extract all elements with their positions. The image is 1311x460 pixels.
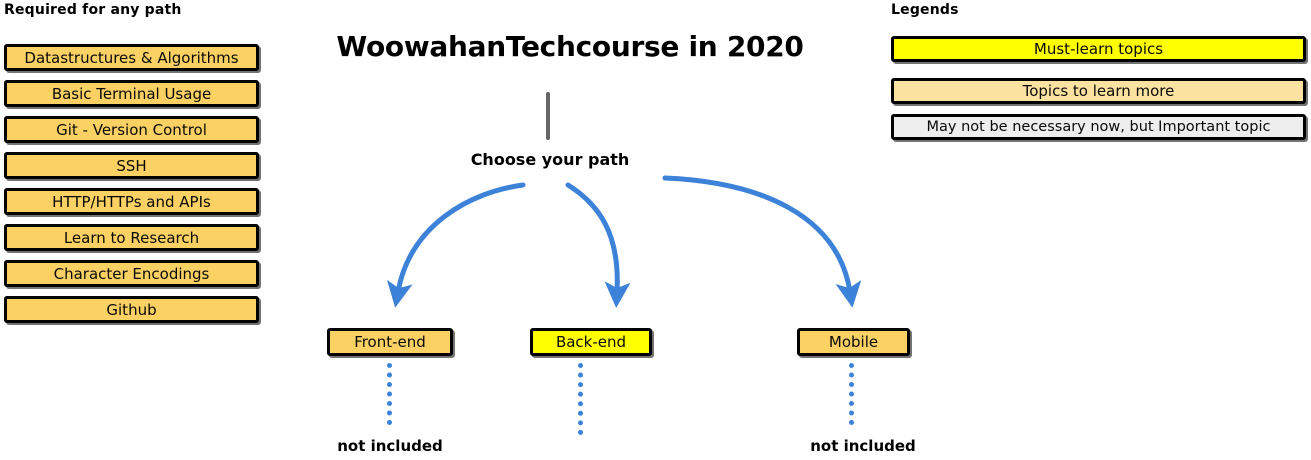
legend-item-not-necessary: May not be necessary now, but Important … — [891, 114, 1306, 140]
title-stem-connector — [546, 92, 550, 140]
arrow-to-back-end — [565, 182, 631, 308]
choose-your-path-label: Choose your path — [470, 150, 630, 169]
dotted-line-mobile — [849, 363, 859, 425]
dotted-line-back-end — [578, 363, 588, 435]
arrow-to-front-end — [386, 182, 526, 308]
legend-item-must-learn: Must-learn topics — [891, 36, 1306, 62]
dotted-line-front-end — [387, 363, 397, 425]
legends-section-heading: Legends — [891, 2, 959, 18]
path-box-mobile[interactable]: Mobile — [797, 328, 910, 356]
note-mobile: not included — [810, 437, 916, 455]
page-title: WoowahanTechcourse in 2020 — [336, 30, 804, 63]
required-topic-item[interactable]: Learn to Research — [4, 224, 259, 251]
required-topic-item[interactable]: Github — [4, 296, 259, 323]
arrow-to-mobile — [662, 175, 862, 308]
required-topic-item[interactable]: Basic Terminal Usage — [4, 80, 259, 107]
legend-item-learn-more: Topics to learn more — [891, 78, 1306, 104]
path-box-back-end[interactable]: Back-end — [530, 328, 652, 356]
required-topic-item[interactable]: SSH — [4, 152, 259, 179]
path-box-front-end[interactable]: Front-end — [327, 328, 453, 356]
required-topic-item[interactable]: Git - Version Control — [4, 116, 259, 143]
note-front-end: not included — [337, 437, 443, 455]
required-topic-item[interactable]: HTTP/HTTPs and APIs — [4, 188, 259, 215]
required-topic-item[interactable]: Character Encodings — [4, 260, 259, 287]
required-section-heading: Required for any path — [4, 2, 182, 18]
required-topic-item[interactable]: Datastructures & Algorithms — [4, 44, 259, 71]
